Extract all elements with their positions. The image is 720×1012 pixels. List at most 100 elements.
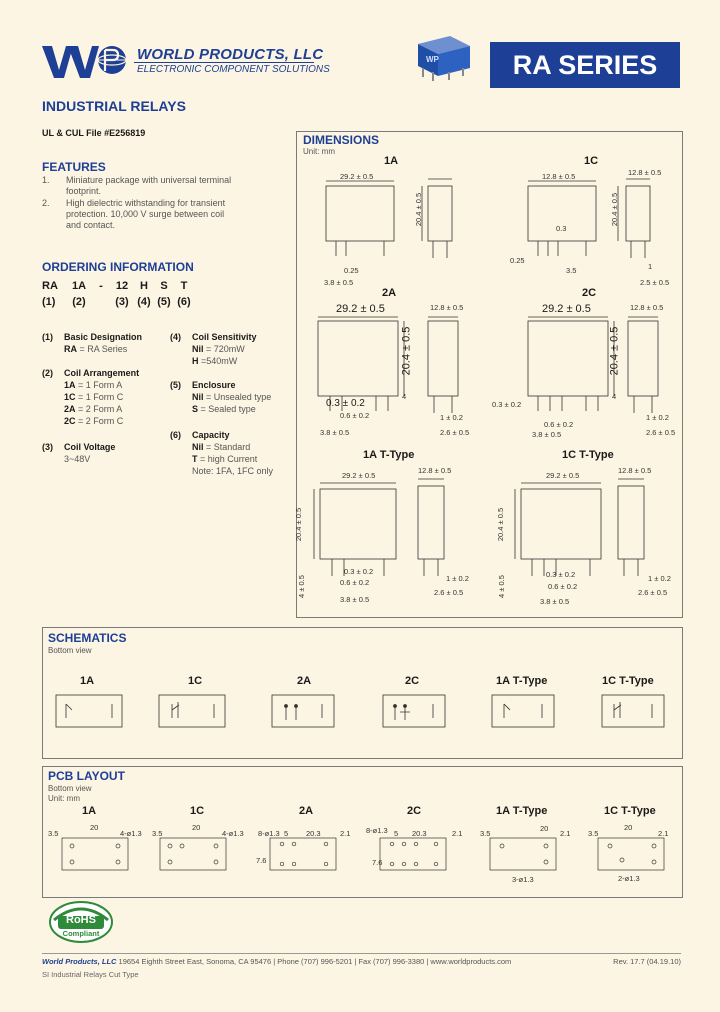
pcb-1at-d21: 2.1 bbox=[560, 829, 571, 838]
pcb-label-1ct: 1C T-Type bbox=[604, 805, 656, 817]
dim-1ct-pin3: 1 ± 0.2 bbox=[648, 574, 671, 583]
dim-2c-depth: 12.8 ± 0.5 bbox=[630, 303, 664, 312]
pcb-layout-panel bbox=[42, 766, 683, 898]
footer-address: 19654 Eighth Street East, Sonoma, CA 954… bbox=[118, 957, 512, 966]
dim-1a-body bbox=[325, 185, 395, 242]
dim-label-2c: 2C bbox=[582, 287, 597, 299]
pcb-1at-d20: 20 bbox=[540, 824, 549, 833]
dim-1a-pin: 0.25 bbox=[344, 266, 359, 275]
pcb-1ct-d20: 20 bbox=[624, 823, 633, 832]
dim-1at-depth: 12.8 ± 0.5 bbox=[418, 466, 452, 475]
dim-1a-width: 29.2 ± 0.5 bbox=[340, 172, 374, 181]
dim-1a-pitch: 3.8 ± 0.5 bbox=[324, 278, 354, 287]
dim-1c-width-front: 12.8 ± 0.5 bbox=[542, 172, 576, 181]
feature-item: 2. High dielectric withstanding for tran… bbox=[42, 198, 226, 230]
dim-1ct-width: 29.2 ± 0.5 bbox=[546, 471, 580, 480]
footer-revision: Rev. 17.7 (04.19.10) bbox=[613, 957, 681, 966]
series-banner: RA SERIES bbox=[490, 42, 680, 88]
dim-2a-side bbox=[427, 320, 459, 397]
schem-label-2c: 2C bbox=[405, 675, 420, 687]
dim-1ct-side bbox=[617, 485, 645, 560]
page-title: INDUSTRIAL RELAYS bbox=[42, 98, 186, 114]
dim-1ct-pin2: 0.6 ± 0.2 bbox=[548, 582, 578, 591]
dim-2a-pitch: 3.8 ± 0.5 bbox=[320, 428, 350, 437]
ordering-heading: ORDERING INFORMATION bbox=[42, 260, 194, 274]
pcb-1at bbox=[489, 837, 557, 871]
rohs-subtitle: Compliant bbox=[62, 929, 100, 938]
ul-file-number: UL & CUL File #E256819 bbox=[42, 128, 146, 138]
dim-2c-body bbox=[527, 320, 609, 397]
dim-1at-side bbox=[417, 485, 445, 560]
dim-1at-pin3: 1 ± 0.2 bbox=[446, 574, 469, 583]
dim-1c-pitch: 2.5 ± 0.5 bbox=[640, 278, 670, 287]
pcb-2c-d5: 5 bbox=[394, 829, 399, 838]
pcb-1ct-d35: 3.5 bbox=[588, 829, 599, 838]
dim-1ct-pin: 0.3 ± 0.2 bbox=[546, 570, 576, 579]
relay-product-image: WP bbox=[418, 36, 470, 81]
dim-1at-pin: 0.3 ± 0.2 bbox=[344, 567, 374, 576]
dim-1ct-pitch: 3.8 ± 0.5 bbox=[540, 597, 570, 606]
dim-1c-lead: 3.5 bbox=[566, 266, 577, 275]
pcb-1a-d35: 3.5 bbox=[48, 829, 59, 838]
dim-2a-lead: 4 bbox=[402, 392, 407, 401]
pcb-2c-hole: 8-ø1.3 bbox=[366, 826, 388, 835]
pcb-1at-hole: 3-ø1.3 bbox=[512, 875, 534, 884]
dim-2a-pin2: 0.6 ± 0.2 bbox=[340, 411, 370, 420]
dim-1at-width: 29.2 ± 0.5 bbox=[342, 471, 376, 480]
schem-label-1c: 1C bbox=[188, 675, 203, 687]
dim-1ct-body bbox=[520, 488, 602, 560]
pcb-diagrams bbox=[61, 837, 665, 871]
dim-1at-pin2: 0.6 ± 0.2 bbox=[340, 578, 370, 587]
pcb-note: Bottom view bbox=[48, 784, 92, 793]
dim-1c-lead2: 0.25 bbox=[510, 256, 525, 265]
dim-2c-width: 29.2 ± 0.5 bbox=[542, 303, 591, 315]
dim-1a-side bbox=[427, 185, 453, 242]
dim-2c-pin3: 1 ± 0.2 bbox=[646, 413, 669, 422]
dim-2c-pin2: 0.6 ± 0.2 bbox=[544, 420, 574, 429]
pcb-1ct bbox=[597, 837, 665, 871]
ordering-code: RA 1A - 12 H S T bbox=[42, 280, 188, 292]
dim-label-1at: 1A T-Type bbox=[363, 449, 415, 461]
features-list: 1. Miniature package with universal term… bbox=[42, 175, 287, 232]
dimensions-panel bbox=[296, 131, 683, 618]
document-id: SI Industrial Relays Cut Type bbox=[42, 970, 139, 979]
pcb-1c-d35: 3.5 bbox=[152, 829, 163, 838]
footer-company: World Products, LLC bbox=[42, 957, 117, 966]
dim-2a-body bbox=[317, 320, 399, 397]
pcb-label-1c: 1C bbox=[190, 805, 205, 817]
dim-1ct-lead: 4 ± 0.5 bbox=[496, 575, 506, 598]
dim-1ct-depth: 12.8 ± 0.5 bbox=[618, 466, 652, 475]
dim-1c-height: 20.4 ± 0.5 bbox=[610, 192, 620, 227]
dim-2c-pitch: 3.8 ± 0.5 bbox=[532, 430, 562, 439]
pcb-2a-d5: 5 bbox=[284, 829, 289, 838]
pcb-1c-hole: 4-ø1.3 bbox=[222, 829, 244, 838]
dim-2c-lead: 4 bbox=[612, 392, 617, 401]
schematic-2c bbox=[382, 694, 446, 728]
pcb-1c-d20: 20 bbox=[192, 823, 201, 832]
schematic-2a bbox=[271, 694, 335, 728]
pcb-2c bbox=[379, 837, 447, 871]
dim-1c-side bbox=[625, 185, 651, 242]
pcb-label-2a: 2A bbox=[299, 805, 314, 817]
dim-label-1c: 1C bbox=[584, 155, 599, 167]
brand-divider bbox=[134, 62, 314, 63]
pcb-1ct-d21: 2.1 bbox=[658, 829, 669, 838]
pcb-1c bbox=[159, 837, 227, 871]
dim-2a-depth: 12.8 ± 0.5 bbox=[430, 303, 464, 312]
schematic-1ct bbox=[601, 694, 665, 728]
schem-label-1ct: 1C T-Type bbox=[602, 675, 654, 687]
dim-label-2a: 2A bbox=[382, 287, 397, 299]
schematics-panel bbox=[42, 627, 683, 759]
dim-label-1a: 1A bbox=[384, 155, 399, 167]
dim-1at-body bbox=[319, 488, 397, 560]
dim-1c-width: 12.8 ± 0.5 bbox=[628, 168, 662, 177]
pcb-1a-d20: 20 bbox=[90, 823, 99, 832]
pcb-2a-d76: 7.6 bbox=[256, 856, 267, 865]
dim-1c-lead3: 1 bbox=[648, 262, 653, 271]
schem-label-2a: 2A bbox=[297, 675, 312, 687]
dim-2c-pitch2: 2.6 ± 0.5 bbox=[646, 428, 676, 437]
svg-text:WP: WP bbox=[426, 55, 440, 64]
schematic-1at bbox=[491, 694, 555, 728]
pcb-label-2c: 2C bbox=[407, 805, 422, 817]
dim-2c-side bbox=[627, 320, 659, 397]
